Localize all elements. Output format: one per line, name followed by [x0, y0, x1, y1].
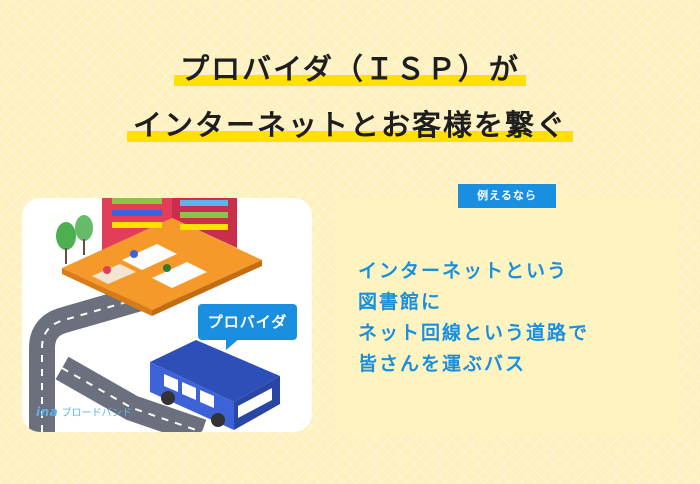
road-lane-marking	[41, 285, 183, 432]
brand-logo-mark: ina	[36, 405, 59, 419]
bus-icon	[150, 340, 280, 430]
example-tag: 例えるなら	[458, 184, 556, 208]
example-card	[336, 198, 678, 434]
headline-line-2-text: インターネットとお客様を繋ぐ	[126, 102, 574, 144]
library-floor	[62, 218, 262, 310]
brand-logo-text: ブロードバンド	[61, 408, 132, 419]
headline-line-1-text: プロバイダ（ＩＳＰ）が	[174, 46, 526, 88]
library-bus-illustration	[29, 198, 280, 432]
person-1	[130, 250, 138, 258]
example-line-3: ネット回線という道路で	[358, 322, 590, 344]
library-floor-edge-right	[152, 260, 262, 316]
example-line-1: インターネットという	[358, 260, 569, 282]
road-lower-marking	[61, 367, 203, 432]
brand-logo: ina ブロードバンド	[36, 404, 132, 419]
example-line-4: 皆さんを運ぶバス	[358, 353, 527, 375]
library-wall-right	[172, 198, 237, 248]
bookshelves	[112, 198, 228, 230]
trees	[56, 215, 93, 264]
person-2	[163, 264, 171, 272]
person-3	[103, 266, 111, 274]
library-table-3	[92, 264, 136, 284]
headline-line-2: インターネットとお客様を繋ぐ	[0, 102, 700, 144]
provider-speech-bubble: プロバイダ	[198, 304, 297, 350]
headline-line-1: プロバイダ（ＩＳＰ）が	[0, 46, 700, 88]
library-floor-edge-left	[62, 268, 152, 316]
example-line-2: 図書館に	[358, 291, 443, 313]
example-description: インターネットという 図書館に ネット回線という道路で 皆さんを運ぶバス	[358, 256, 668, 380]
library-table-1	[122, 244, 177, 270]
library-table-2	[152, 262, 207, 288]
